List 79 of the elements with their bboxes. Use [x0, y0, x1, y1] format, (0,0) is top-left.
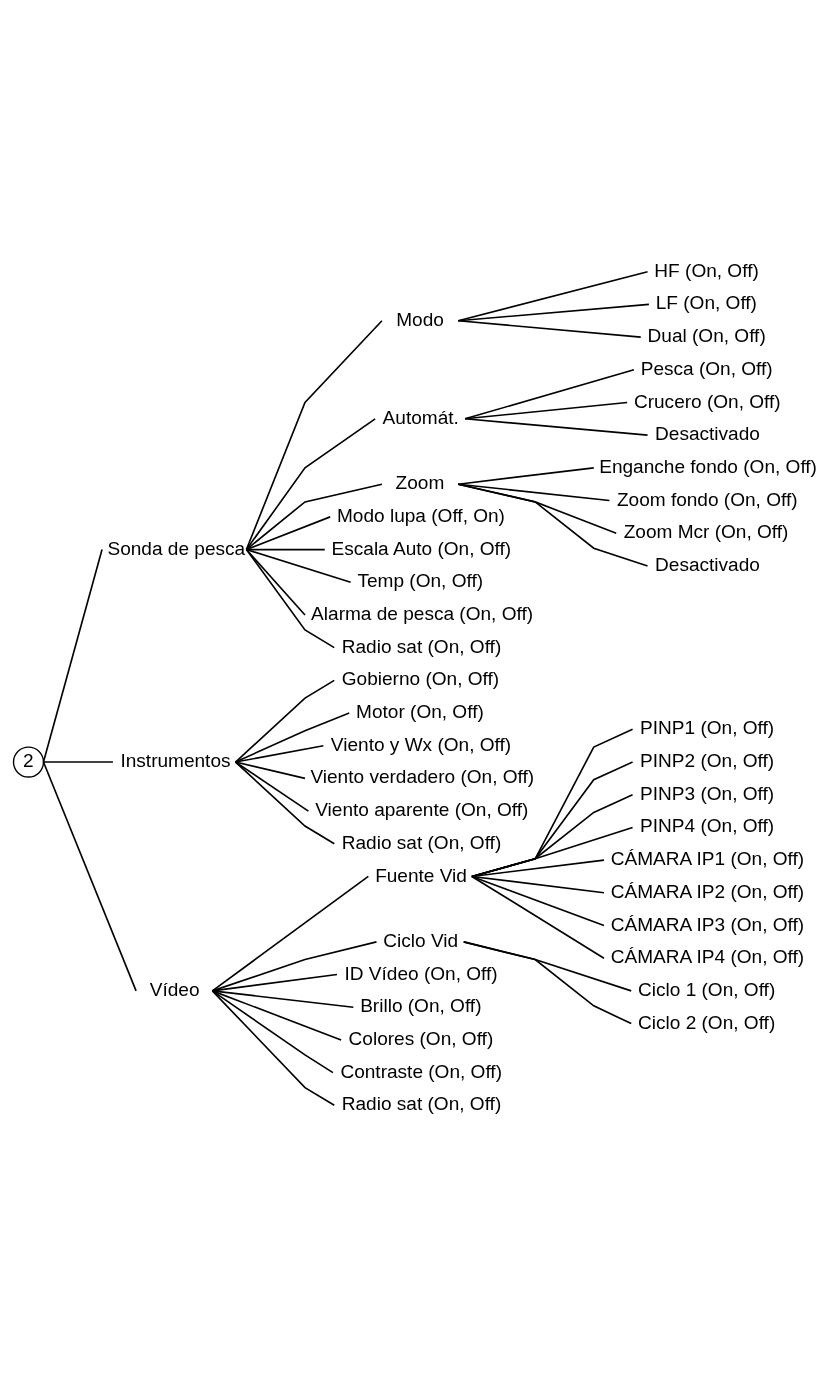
- node-text: Pesca (On, Off): [640, 357, 773, 379]
- connector: [457, 270, 649, 322]
- connector: [211, 940, 378, 992]
- connector: [245, 515, 331, 550]
- connector: [42, 760, 114, 763]
- node-text: Brillo (On, Off): [360, 994, 482, 1016]
- node-text: Ciclo Vid: [383, 929, 459, 951]
- connector: [245, 548, 352, 583]
- node-text: Zoom fondo (On, Off): [616, 488, 798, 510]
- connector: [471, 793, 634, 877]
- node-text: Zoom: [395, 471, 445, 493]
- connector: [42, 548, 103, 763]
- connector: [211, 989, 336, 1106]
- node-text: Automát.: [382, 406, 459, 428]
- connector: [234, 760, 310, 812]
- connector: [234, 760, 336, 845]
- node-text: Enganche fondo (On, Off): [599, 455, 817, 477]
- node-text: Escala Auto (On, Off): [331, 537, 512, 559]
- node-text: CÁMARA IP4 (On, Off): [610, 945, 805, 967]
- connector: [211, 875, 370, 992]
- node-text: Radio sat (On, Off): [341, 1092, 502, 1114]
- node-text: ID Vídeo (On, Off): [344, 962, 498, 984]
- connector: [234, 711, 351, 763]
- node-text: PINP4 (On, Off): [640, 814, 775, 836]
- node-text: Desactivado: [655, 422, 760, 444]
- connector: [234, 679, 336, 763]
- node-text: HF (On, Off): [654, 259, 759, 281]
- connector: [457, 319, 642, 338]
- node-text: Crucero (On, Off): [633, 390, 781, 412]
- node-text: PINP3 (On, Off): [640, 782, 775, 804]
- connector: [234, 760, 306, 779]
- connector: [471, 826, 634, 877]
- node-text: Fuente Vid: [375, 864, 467, 886]
- connector: [457, 482, 649, 567]
- connector: [471, 875, 605, 894]
- connector: [245, 417, 376, 550]
- connector: [457, 466, 595, 485]
- connector: [471, 728, 634, 877]
- connector: [245, 548, 336, 648]
- connector: [471, 875, 605, 959]
- node-text: Gobierno (On, Off): [341, 667, 500, 689]
- connector: [471, 760, 634, 877]
- node-text: CÁMARA IP1 (On, Off): [610, 847, 805, 869]
- node-text: PINP2 (On, Off): [640, 749, 775, 771]
- node-text: Vídeo: [149, 978, 200, 1000]
- connector: [471, 858, 605, 877]
- node-text: Motor (On, Off): [356, 700, 484, 722]
- connector: [245, 482, 383, 550]
- connector: [464, 417, 649, 436]
- node-text: CÁMARA IP2 (On, Off): [610, 880, 805, 902]
- node-text: Contraste (On, Off): [340, 1060, 503, 1082]
- node-text: Dual (On, Off): [647, 324, 766, 346]
- node-text: Sonda de pesca: [107, 537, 246, 559]
- node-text: Desactivado: [655, 553, 760, 575]
- node-text: Viento y Wx (On, Off): [330, 733, 512, 755]
- node-text: Ciclo 2 (On, Off): [638, 1011, 776, 1033]
- connector: [462, 940, 633, 1024]
- node-text: CÁMARA IP3 (On, Off): [610, 913, 805, 935]
- node-text: Viento verdadero (On, Off): [310, 765, 535, 787]
- node-text: PINP1 (On, Off): [640, 716, 775, 738]
- node-text: Radio sat (On, Off): [341, 831, 502, 853]
- node-text: Radio sat (On, Off): [341, 635, 502, 657]
- connector: [234, 744, 325, 763]
- node-text: Alarma de pesca (On, Off): [311, 602, 534, 624]
- node-text: Modo: [396, 308, 444, 330]
- node-text: Temp (On, Off): [357, 569, 484, 591]
- connector: [471, 875, 605, 926]
- node-text: Zoom Mcr (On, Off): [623, 520, 789, 542]
- connector: [211, 989, 334, 1073]
- node-text: Instrumentos: [120, 749, 231, 771]
- node-circle: 2: [12, 745, 45, 778]
- connector: [245, 319, 383, 550]
- node-text: Viento aparente (On, Off): [315, 798, 529, 820]
- node-text: Modo lupa (Off, On): [337, 504, 505, 526]
- node-text: LF (On, Off): [655, 291, 757, 313]
- connector: [42, 760, 137, 992]
- node-text: Ciclo 1 (On, Off): [638, 978, 776, 1000]
- connector: [464, 368, 635, 420]
- node-text: Colores (On, Off): [348, 1027, 494, 1049]
